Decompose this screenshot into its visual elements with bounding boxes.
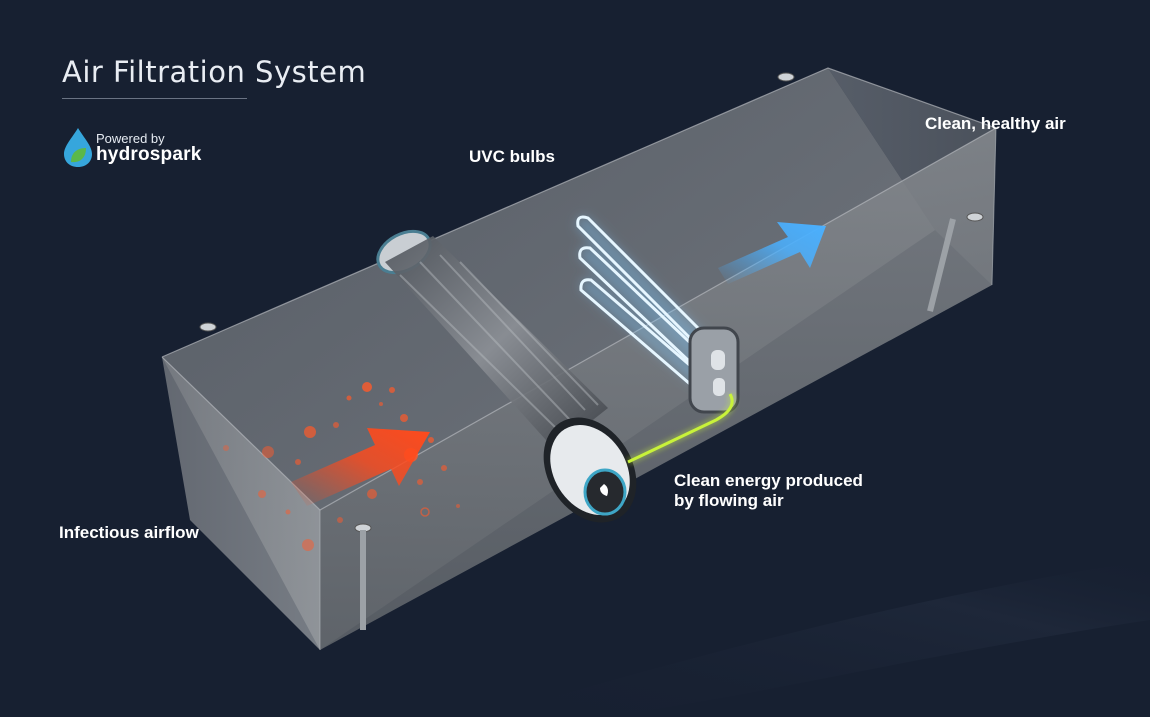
duct-box: [161, 67, 998, 650]
title-underline: [62, 98, 247, 99]
infectious-airflow-arrow: [291, 428, 430, 506]
bulb-housing: [688, 326, 740, 414]
duct-end-face: [162, 357, 320, 650]
bolt-front-left: [354, 523, 372, 630]
background-sweep: [500, 560, 1150, 712]
label-clean-energy-line1: Clean energy produced: [674, 471, 863, 490]
water-drop-leaf-icon: [64, 128, 92, 167]
label-clean-energy-line2: by flowing air: [674, 491, 784, 510]
mounting-bolts: [199, 72, 984, 630]
page-title: Air Filtration System: [62, 55, 367, 89]
turbine-drop-icon: [600, 484, 608, 496]
label-clean-energy: Clean energy produced by flowing air: [674, 471, 863, 511]
bolt-front-right: [927, 212, 984, 312]
brand-name: hydrospark: [96, 144, 202, 165]
clean-air-arrow: [718, 222, 826, 284]
duct-front-face: [320, 128, 996, 650]
uvc-bulb-1: [576, 215, 702, 340]
uvc-bulb-3: [579, 278, 702, 386]
label-clean-air: Clean, healthy air: [925, 114, 1066, 133]
filter-body: [385, 236, 608, 450]
bolt-top-back: [777, 72, 795, 82]
label-uvc-bulbs: UVC bulbs: [469, 147, 555, 166]
filter-cartridge: [376, 229, 637, 523]
uvc-bulb-2: [578, 246, 702, 364]
powered-by-text: Powered by: [96, 131, 165, 146]
brand-logo: Powered by hydrospark: [62, 126, 222, 170]
duct-edges: [161, 67, 998, 511]
label-infectious-airflow: Infectious airflow: [59, 523, 199, 542]
uvc-bulbs: [575, 215, 740, 414]
bolt-top-left: [199, 322, 217, 332]
